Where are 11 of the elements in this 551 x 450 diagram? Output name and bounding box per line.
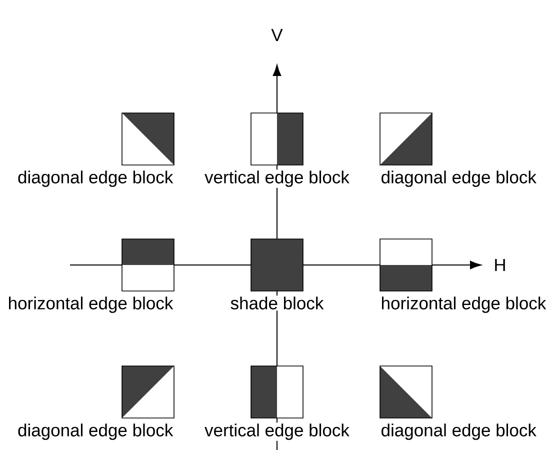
block-label: diagonal edge block xyxy=(16,422,174,441)
block-label: vertical edge block xyxy=(204,170,350,188)
block-label: diagonal edge block xyxy=(380,422,538,441)
block-label: diagonal edge block xyxy=(16,170,174,188)
block-label: vertical edge block xyxy=(204,422,350,441)
block-label: horizontal edge block xyxy=(6,296,174,314)
axis-label: H xyxy=(495,258,505,272)
block-label: diagonal edge block xyxy=(380,170,538,188)
axis-label: V xyxy=(271,28,283,42)
block-label: horizontal edge block xyxy=(380,296,548,314)
block-label: shade block xyxy=(229,296,325,310)
